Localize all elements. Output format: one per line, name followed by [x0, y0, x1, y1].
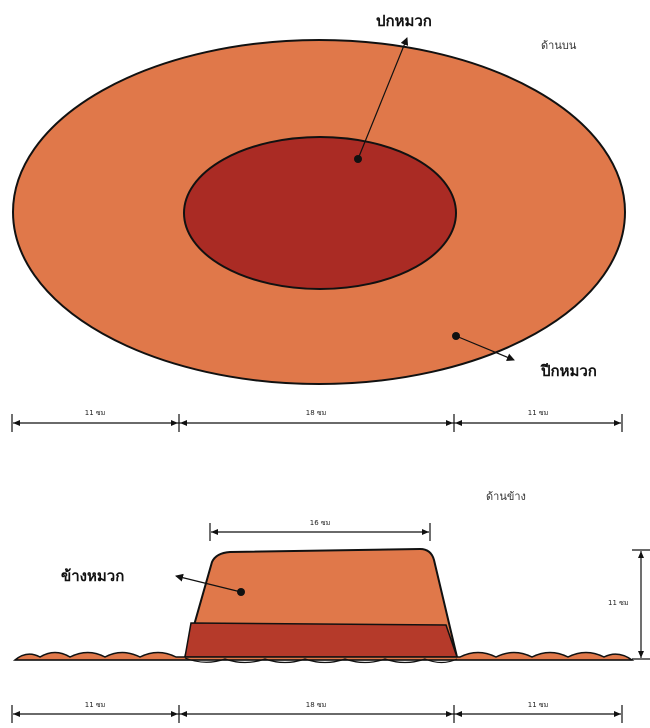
side-pointer-dot — [237, 588, 245, 596]
hat-band-side — [184, 622, 459, 658]
brim-label: ปีกหมวก — [540, 362, 597, 380]
brim-pointer-arrow — [455, 335, 515, 362]
side-dim-center: 18 ซม — [306, 701, 327, 709]
top-dimension-line — [11, 414, 623, 432]
top-view-title: ด้านบน — [541, 39, 577, 52]
side-dim-left: 11 ซม — [85, 701, 106, 709]
side-bottom-dimension-line — [11, 705, 623, 723]
crown-pointer-arrow — [357, 37, 409, 160]
crown-label: ปกหมวก — [376, 12, 432, 30]
hat-brim-side — [12, 651, 635, 661]
side-height-dimension-line — [632, 549, 650, 660]
top-view: ปกหมวก ด้านบน ปีกหมวก 11 ซม 18 ซม 11 ซม — [11, 12, 626, 432]
side-dim-top: 16 ซม — [310, 519, 331, 527]
side-dim-height: 11 ซม — [608, 599, 629, 607]
hat-crown-top — [183, 136, 457, 290]
side-view-title: ด้านข้าง — [486, 490, 526, 503]
top-dim-right: 11 ซม — [528, 409, 549, 417]
side-top-dimension-line — [209, 523, 431, 541]
side-dim-right: 11 ซม — [528, 701, 549, 709]
top-dim-center: 18 ซม — [306, 409, 327, 417]
side-label: ข้างหมวก — [61, 567, 124, 585]
top-dim-left: 11 ซม — [85, 409, 106, 417]
side-view: ด้านข้าง 16 ซม ข้างหมวก 11 ซม — [11, 490, 650, 723]
side-pointer-arrow — [175, 573, 242, 593]
